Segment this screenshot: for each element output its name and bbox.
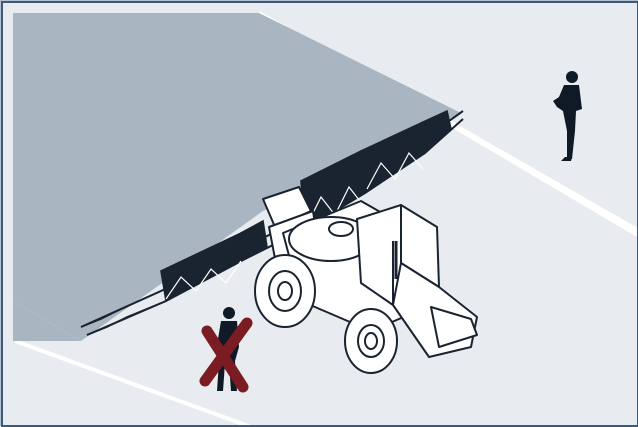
tank-cap bbox=[329, 222, 353, 236]
